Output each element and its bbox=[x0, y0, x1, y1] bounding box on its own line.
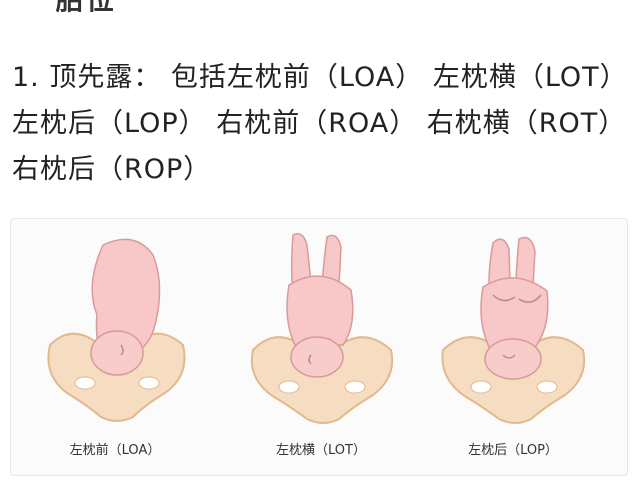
pelvis-hole-right bbox=[344, 380, 366, 394]
lot-illustration bbox=[250, 233, 394, 424]
fetus-body bbox=[286, 275, 354, 346]
caption-loa: 左枕前（LOA） bbox=[69, 443, 161, 458]
pelvis-hole-left bbox=[278, 380, 300, 394]
fetus-arm-left bbox=[492, 294, 516, 302]
fetus-body bbox=[91, 238, 161, 354]
fetus-body bbox=[480, 277, 549, 348]
loa-illustration bbox=[47, 238, 186, 422]
fetus-head bbox=[290, 336, 344, 378]
fetus-arm-right bbox=[518, 294, 542, 303]
figure-lop: 左枕后（LOP） bbox=[423, 225, 603, 473]
caption-lot: 左枕横（LOT） bbox=[276, 443, 366, 458]
fetus-head bbox=[484, 338, 542, 380]
caption-lop: 左枕后（LOP） bbox=[468, 443, 558, 458]
fetus-ear bbox=[308, 354, 312, 365]
fetus-face bbox=[502, 354, 516, 359]
pelvis-hole-left bbox=[74, 376, 96, 390]
presentation-paragraph: 1. 顶先露： 包括左枕前（LOA） 左枕横（LOT） 左枕后（LOP） 右枕前… bbox=[12, 62, 628, 185]
fetus-ear bbox=[120, 344, 124, 356]
pelvis-hole-left bbox=[470, 380, 492, 394]
pelvis-hole-right bbox=[138, 376, 160, 390]
figure-loa: 左枕前（LOA） bbox=[25, 225, 205, 473]
cropped-heading: 一 胎位 bbox=[14, 0, 116, 18]
lop-illustration bbox=[441, 236, 586, 424]
illustration-panel: 左枕前（LOA） 左枕横（LOT） bbox=[10, 218, 628, 476]
pelvis-hole-right bbox=[536, 380, 558, 394]
figure-lot: 左枕横（LOT） bbox=[231, 225, 411, 473]
fetus-head bbox=[90, 330, 144, 376]
